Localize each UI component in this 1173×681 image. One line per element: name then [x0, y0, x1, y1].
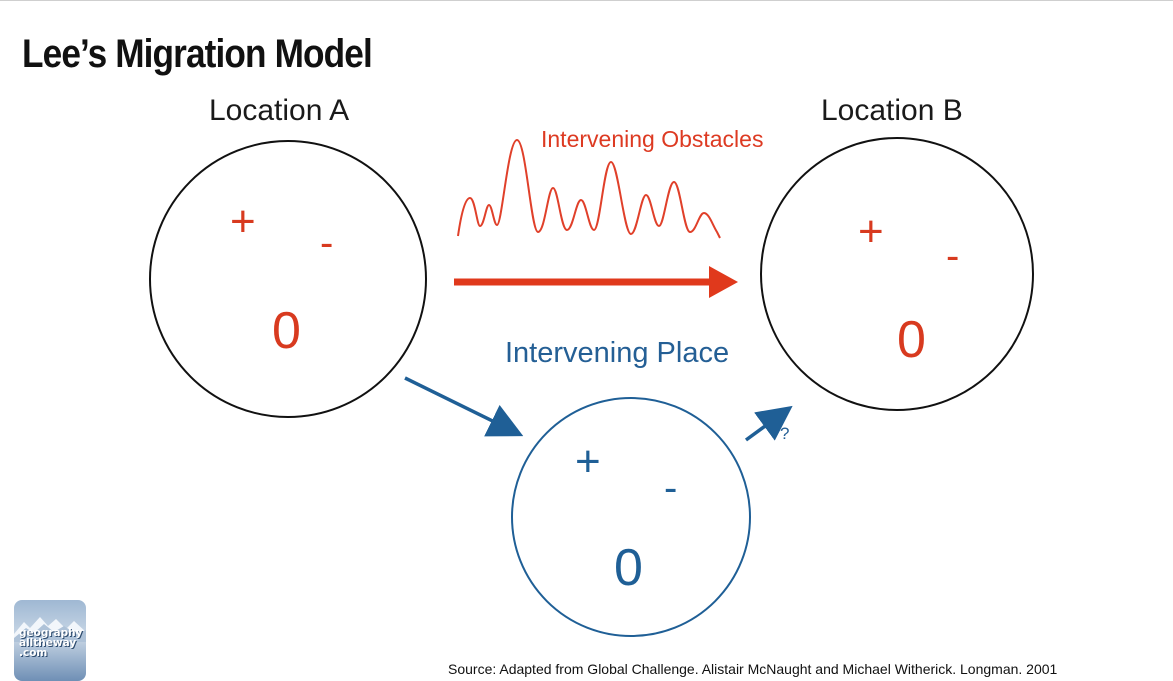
- location-a-circle: [149, 140, 427, 418]
- location-b-circle: [760, 137, 1034, 411]
- location-a-minus: -: [320, 221, 334, 265]
- intervening-place-circle: [511, 397, 751, 637]
- location-b-zero: 0: [897, 311, 926, 369]
- obstacles-squiggle: [457, 138, 721, 239]
- logo-text-line1: geography: [19, 627, 83, 639]
- logo-text-line3: .com: [19, 647, 48, 659]
- uncertain-move-question-mark: ?: [780, 424, 790, 443]
- intervening-place-minus: -: [664, 466, 678, 510]
- location-b-minus: -: [946, 234, 960, 278]
- mountain-icon: [14, 617, 86, 642]
- intervening-place-zero: 0: [614, 539, 643, 597]
- intervening-obstacles-label: Intervening Obstacles: [541, 126, 764, 152]
- geographyalltheway-logo: geography alltheway .com: [14, 600, 86, 681]
- source-citation: Source: Adapted from Global Challenge. A…: [448, 661, 1058, 677]
- intervening-place-label: Intervening Place: [505, 337, 730, 369]
- location-a-plus: +: [230, 197, 256, 246]
- location-a-zero: 0: [272, 302, 301, 360]
- logo-text-line2: alltheway: [19, 637, 77, 649]
- slide-title: Lee’s Migration Model: [22, 32, 373, 76]
- main-migration-arrow-head: [709, 266, 738, 298]
- location-a-label: Location A: [209, 94, 350, 127]
- intervening-place-plus: +: [575, 437, 601, 486]
- location-b-label: Location B: [821, 94, 963, 127]
- location-b-plus: +: [858, 207, 884, 256]
- arrow-to-location-b: [744, 405, 793, 442]
- arrow-to-intervening-place: [404, 376, 524, 437]
